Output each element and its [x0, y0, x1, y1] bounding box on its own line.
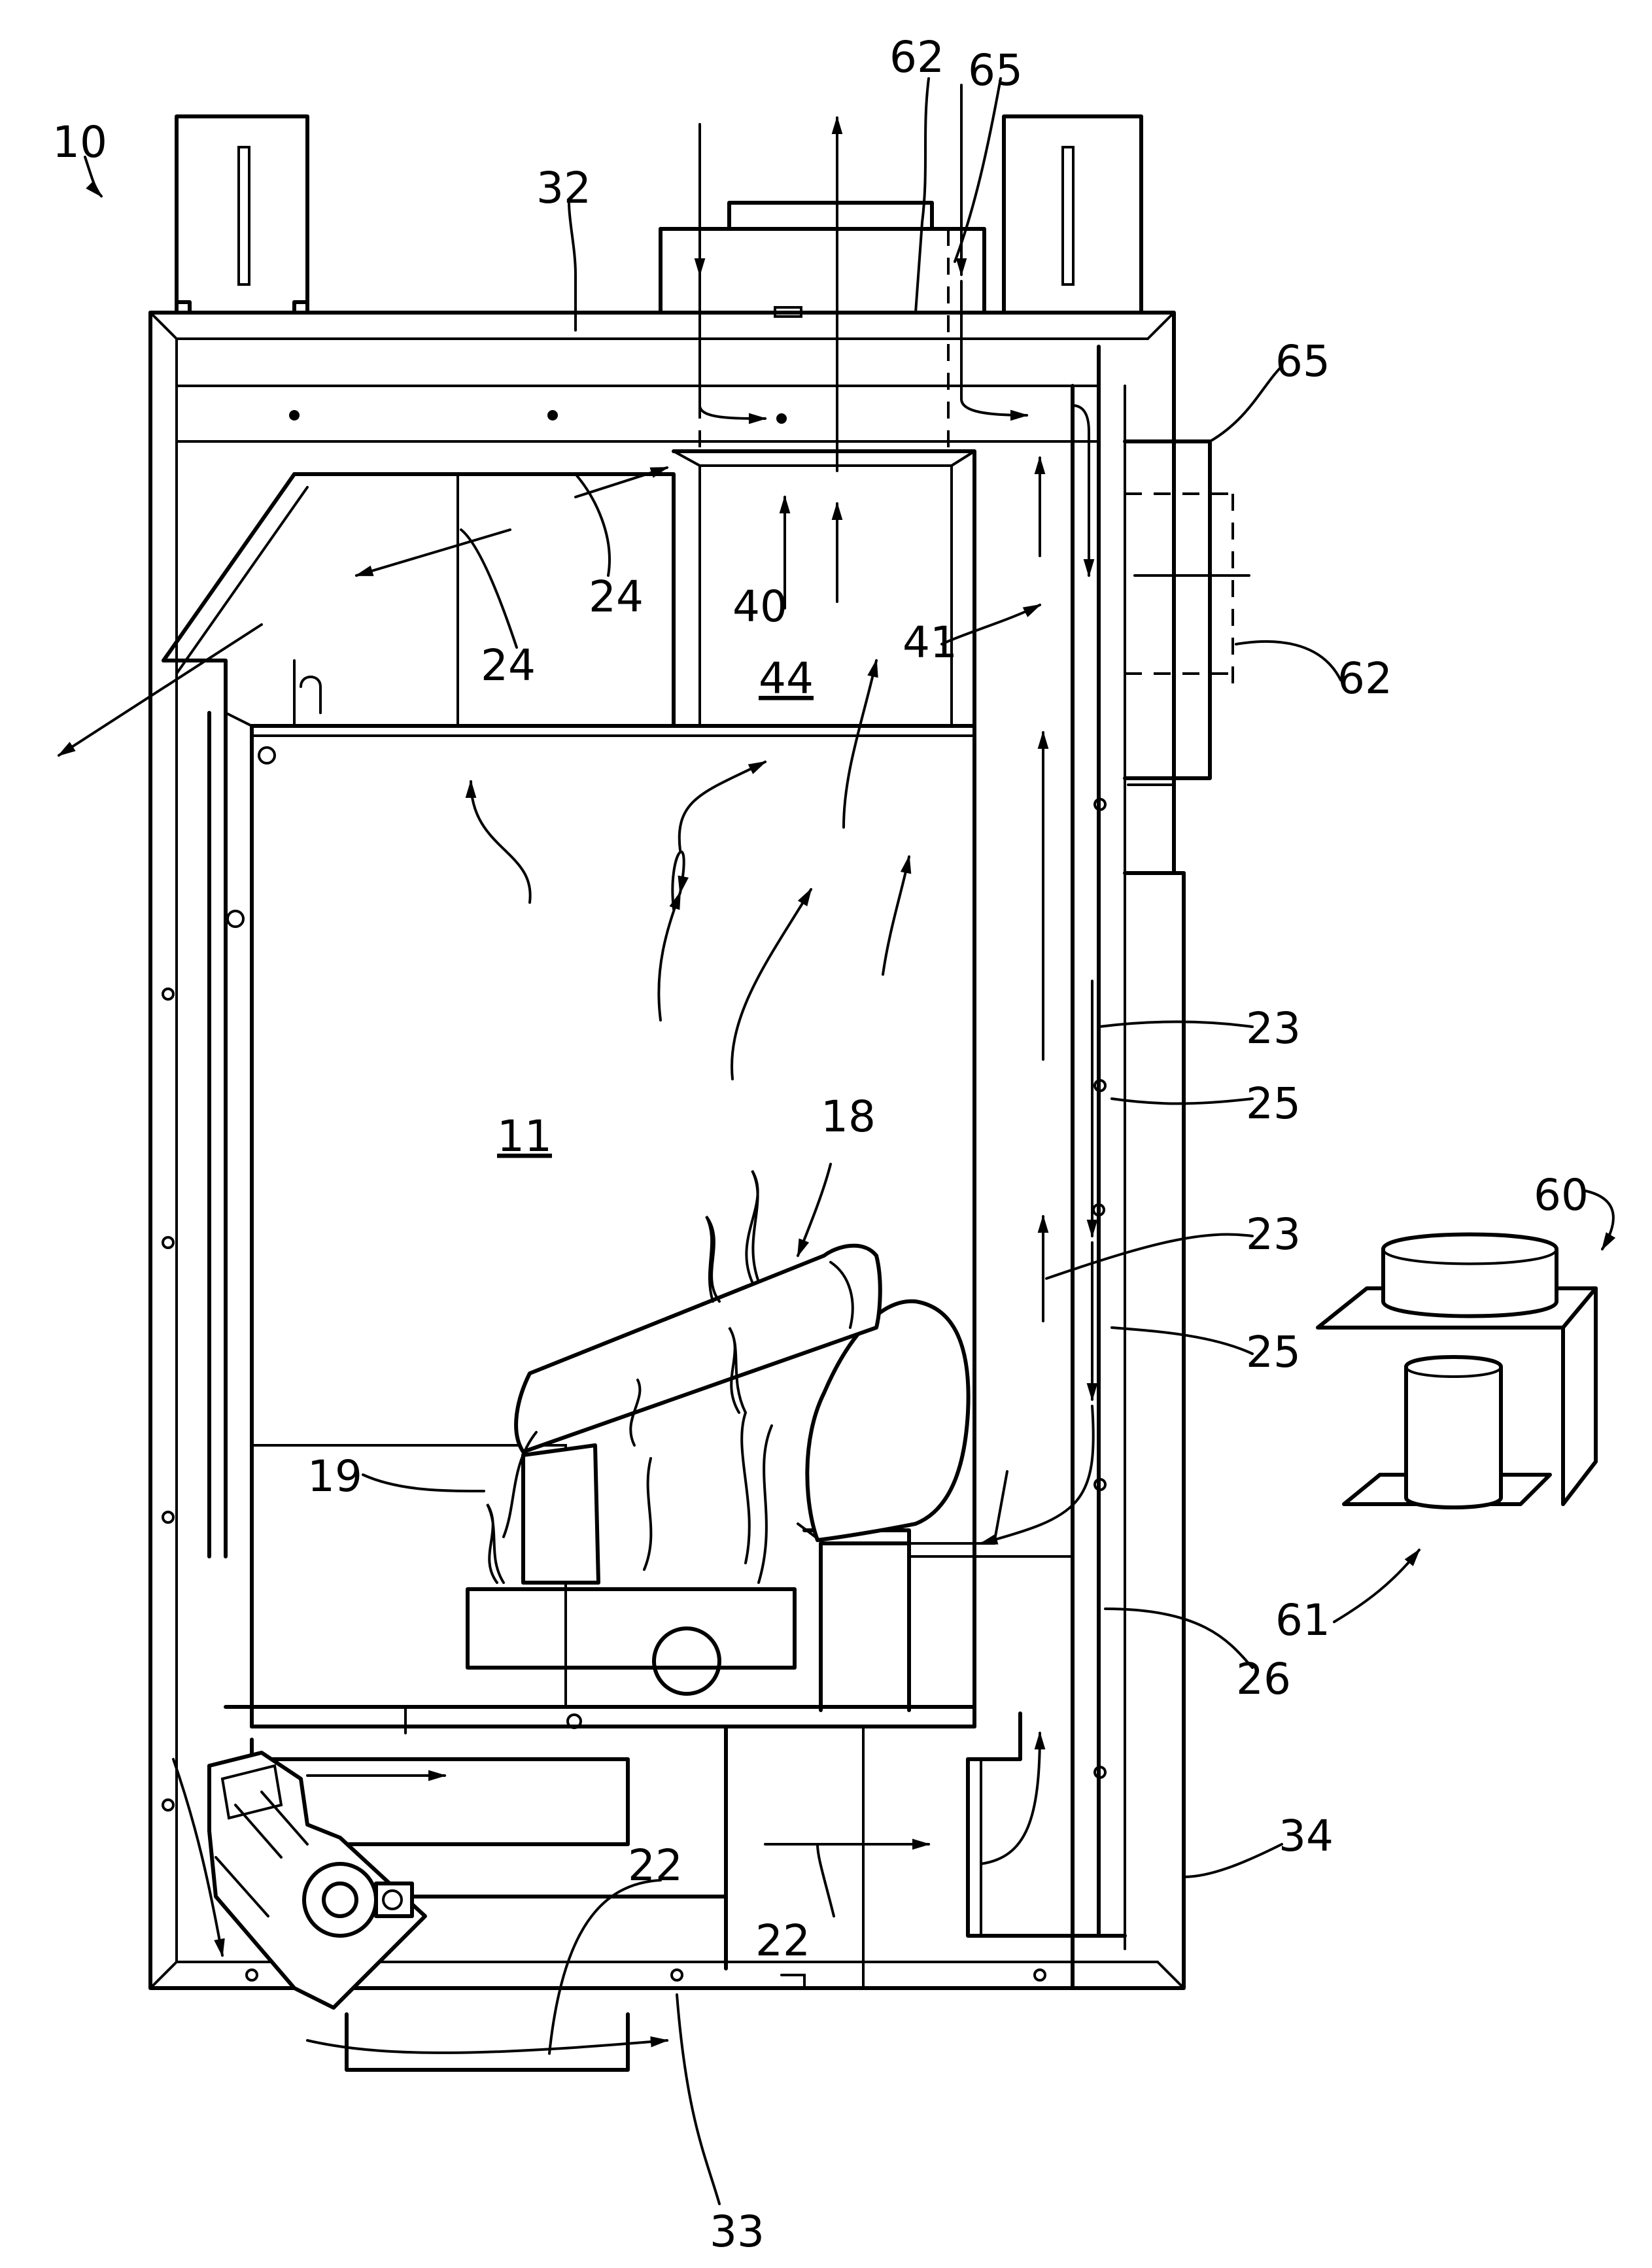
label-22-b: 22 [755, 1916, 810, 1966]
log-set [487, 1171, 1007, 1583]
burner [468, 1589, 795, 1694]
label-18: 18 [821, 1091, 876, 1142]
label-25-b: 25 [1246, 1327, 1301, 1377]
label-10: 10 [52, 117, 107, 167]
label-22-a: 22 [628, 1840, 683, 1891]
label-11: 11 [497, 1111, 552, 1161]
screw-holes [163, 410, 1105, 1980]
side-vent-box [1125, 441, 1249, 778]
label-24-a: 24 [589, 572, 644, 622]
gas-valve [209, 1753, 425, 2008]
label-19: 19 [307, 1451, 362, 1502]
cabinet-frame [150, 313, 1184, 1988]
right-mounting-bracket [1004, 116, 1141, 313]
label-65-right: 65 [1275, 336, 1330, 387]
label-44: 44 [759, 653, 814, 704]
label-41: 41 [903, 617, 957, 668]
right-side-panel [1073, 347, 1184, 1988]
label-34: 34 [1279, 1811, 1334, 1861]
label-40: 40 [732, 581, 787, 632]
label-33: 33 [710, 2207, 765, 2257]
label-61: 61 [1275, 1595, 1330, 1645]
label-62-right: 62 [1337, 653, 1392, 704]
label-62-top: 62 [889, 32, 944, 82]
label-24-b: 24 [481, 640, 536, 691]
label-23-b: 23 [1246, 1209, 1301, 1260]
label-65-top: 65 [968, 45, 1023, 95]
left-mounting-bracket [177, 116, 307, 313]
vent-kit-61 [1344, 1357, 1550, 1507]
label-60: 60 [1534, 1170, 1589, 1220]
label-25-a: 25 [1246, 1078, 1301, 1129]
label-32: 32 [536, 163, 591, 213]
label-23-a: 23 [1246, 1003, 1301, 1054]
exhaust-duct [674, 451, 974, 726]
label-26: 26 [1236, 1654, 1291, 1704]
